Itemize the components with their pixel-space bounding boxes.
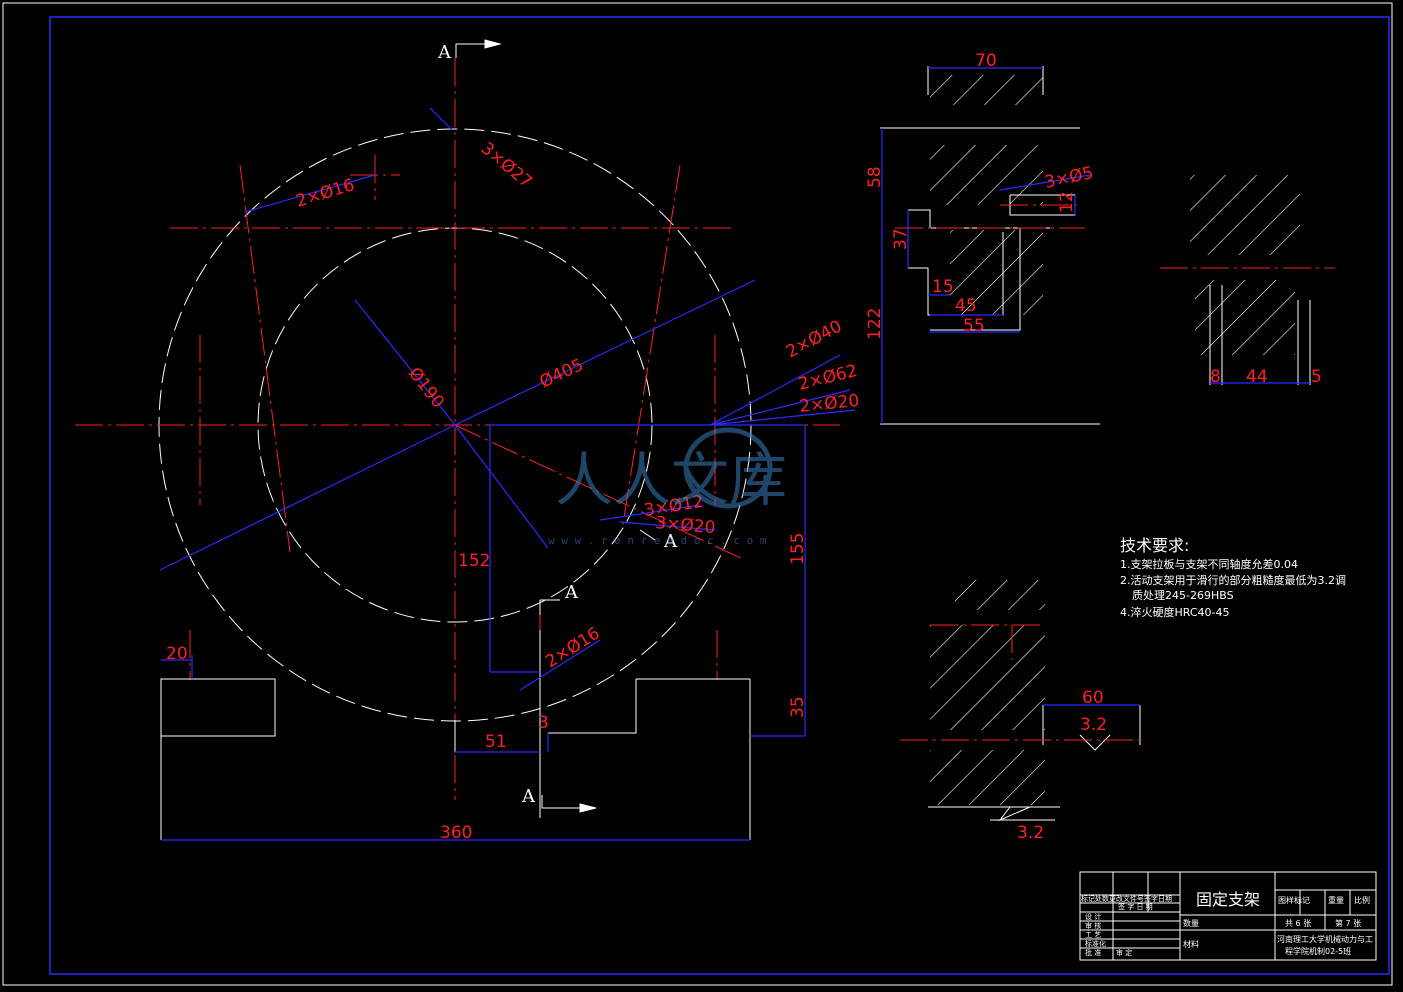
section-label-a1: A: [437, 42, 452, 63]
dim-2x62: 2×Ø62: [796, 361, 859, 395]
labels: A A A A 2×Ø16 3×Ø27 Ø190 Ø405 2×Ø40 2×Ø6…: [166, 42, 1322, 843]
dim-3x27: 3×Ø27: [477, 139, 536, 193]
section-dims: [881, 67, 1091, 424]
dim-2x40: 2×Ø40: [783, 317, 845, 363]
tech-line-4: 4.淬火硬度HRC40-45: [1120, 605, 1230, 619]
part-name: 固定支架: [1196, 890, 1260, 909]
tb-sign-row: 签 字 日 期: [1118, 902, 1153, 911]
roughness-1: 3.2: [1080, 715, 1107, 735]
hatch-mid: [930, 145, 1043, 205]
section-view: [880, 66, 1100, 425]
title-block: [1079, 871, 1377, 961]
tb-rev-header: 标记处数更改文件号签字日期: [1081, 894, 1172, 903]
detail-view: [1160, 175, 1335, 385]
dim-15: 15: [932, 277, 954, 297]
dim-51: 51: [485, 732, 507, 752]
dim-405: Ø405: [537, 355, 587, 393]
hatch-low: [950, 230, 1043, 315]
tb-count-label: 数量: [1183, 918, 1199, 928]
dimension-lines: [159, 107, 856, 841]
tb-header-weight: 重量: [1328, 895, 1344, 905]
lower-section: [900, 580, 1145, 822]
hatch-top: [930, 75, 1043, 105]
dim-122: 122: [865, 308, 885, 340]
tech-line-3: 质处理245-269HBS: [1132, 589, 1234, 602]
detail-hatch-bot: [1195, 280, 1295, 355]
title-block-text: 固定支架 图样标记 重量 比例 数量 材料 共 6 张 第 7 张 河南理工大学…: [1081, 890, 1373, 957]
roughness-2: 3.2: [1017, 823, 1044, 843]
section-arrows: [455, 39, 656, 813]
watermark-url: w w w . r e n r e n d o c . c o m: [548, 534, 767, 547]
dim-155: 155: [788, 533, 808, 565]
tb-role-standard: 标准化: [1085, 939, 1106, 948]
lower-centerlines: [900, 624, 1145, 741]
tech-line-1: 1.支架拉板与支架不同轴度允差0.04: [1120, 557, 1298, 571]
detail-hatch-top: [1190, 175, 1300, 255]
main-view: [75, 39, 856, 841]
dim-2x16-top: 2×Ø16: [294, 175, 357, 212]
dim-360: 360: [440, 823, 472, 843]
dim-58: 58: [865, 166, 885, 188]
section-centerlines: [895, 204, 1085, 229]
tb-material-label: 材料: [1183, 939, 1199, 949]
tb-role-design: 设 计: [1085, 912, 1101, 921]
watermark: 人人文库 w w w . r e n r e n d o c . c o m: [548, 427, 787, 547]
dim-5: 5: [1311, 367, 1322, 387]
dim-152: 152: [458, 551, 490, 571]
tb-header-marks: 图样标记: [1278, 895, 1310, 905]
section-label-a2: A: [521, 786, 536, 807]
tech-heading: 技术要求:: [1120, 536, 1189, 555]
watermark-logo-ring: [683, 427, 773, 509]
lower-hatch-b: [930, 625, 1045, 730]
dim-190: Ø190: [404, 364, 448, 412]
dim-8: 8: [1210, 367, 1221, 387]
tech-line-2: 2.活动支架用于滑行的部分粗糙度最低为3.2调: [1120, 573, 1346, 587]
section-label-a3: A: [564, 582, 579, 603]
dim-2x20: 2×Ø20: [798, 391, 860, 417]
tb-sheet-total: 共 6 张: [1285, 919, 1311, 928]
dim-45: 45: [955, 296, 977, 316]
sheet-border-inner: [49, 16, 1390, 975]
tech-requirements: 技术要求: 1.支架拉板与支架不同轴度允差0.04 2.活动支架用于滑行的部分粗…: [1120, 536, 1346, 619]
tb-role-review: 审 核: [1085, 921, 1101, 930]
tb-role-approve: 批 准: [1085, 948, 1101, 957]
tb-sheet-no: 第 7 张: [1335, 918, 1361, 928]
tb-header-scale: 比例: [1354, 895, 1370, 905]
section-label-a4: A: [663, 531, 678, 552]
dim-55: 55: [963, 316, 985, 336]
dim-3: 3: [538, 713, 549, 733]
dim-3x5: 3×Ø5: [1043, 163, 1095, 193]
tb-school2: 程学院机制02-5班: [1285, 946, 1351, 956]
detail-outline: [1209, 285, 1311, 385]
dim-35: 35: [788, 696, 808, 718]
watermark-text: 人人文库: [555, 446, 787, 514]
dim-60: 60: [1082, 688, 1104, 708]
dim-70: 70: [975, 51, 997, 71]
dim-2x16-bot: 2×Ø16: [542, 623, 604, 672]
dim-44: 44: [1246, 367, 1268, 387]
dim-12: 12: [1057, 191, 1077, 213]
tb-role-process: 工 艺: [1085, 931, 1101, 939]
center-lines: [75, 58, 840, 800]
lower-hatch-c: [930, 750, 1045, 805]
dim-37: 37: [891, 228, 911, 250]
lower-hatch-a: [955, 580, 1045, 610]
tb-role-final: 审 定: [1116, 948, 1132, 957]
dim-20: 20: [166, 644, 188, 664]
tb-school: 河南理工大学机械动力与工: [1277, 934, 1373, 944]
